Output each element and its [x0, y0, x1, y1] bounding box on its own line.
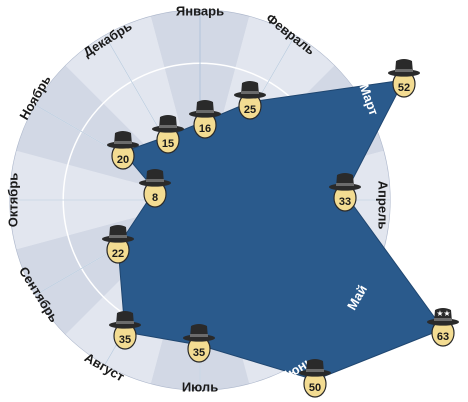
hat-band-9 — [146, 179, 164, 182]
hat-band-12 — [196, 110, 214, 113]
hat-band-3 — [336, 183, 354, 186]
hat-band-7 — [116, 321, 134, 324]
data-marker-3: 33 — [329, 173, 361, 212]
hat-band-11 — [159, 125, 177, 128]
data-markers: 25 52 33 ★★ 63 50 35 35 22 8 20 15 16 — [102, 59, 459, 398]
value-label-8: 22 — [112, 248, 124, 260]
hat-band-8 — [109, 235, 127, 238]
value-label-9: 8 — [152, 192, 158, 204]
star-icon: ★ — [443, 309, 450, 318]
hat-band-6 — [190, 334, 208, 337]
data-marker-7: 35 — [109, 311, 141, 350]
hat-band-5 — [306, 369, 324, 372]
category-label-10: Октябрь — [5, 173, 20, 228]
value-label-4: 63 — [437, 331, 449, 343]
hat-band-4 — [434, 318, 452, 321]
value-label-7: 35 — [119, 334, 131, 346]
value-label-10: 20 — [117, 154, 129, 166]
data-marker-10: 20 — [107, 131, 139, 170]
data-marker-8: 22 — [102, 225, 134, 264]
data-marker-6: 35 — [183, 324, 215, 363]
value-label-12: 16 — [199, 123, 211, 135]
value-label-5: 50 — [309, 382, 321, 394]
value-label-11: 15 — [162, 138, 174, 150]
category-label-1: Январь — [176, 3, 224, 18]
hat-band-10 — [114, 141, 132, 144]
value-label-6: 35 — [193, 347, 205, 359]
value-label-2: 52 — [398, 82, 410, 94]
star-icon: ★ — [436, 309, 443, 318]
data-marker-12: 16 — [189, 100, 221, 139]
hat-band-2 — [395, 69, 413, 72]
value-label-3: 33 — [339, 196, 351, 208]
category-label-4: Апрель — [376, 181, 391, 230]
data-marker-11: 15 — [152, 115, 184, 154]
hat-band-1 — [241, 91, 259, 94]
data-marker-1: 25 — [234, 81, 266, 120]
data-marker-5: 50 — [299, 359, 331, 398]
data-marker-2: 52 — [388, 59, 420, 98]
data-marker-9: 8 — [139, 169, 171, 208]
category-label-7: Июль — [182, 379, 218, 394]
value-label-1: 25 — [244, 104, 256, 116]
data-marker-4: ★★ 63 — [427, 308, 459, 347]
